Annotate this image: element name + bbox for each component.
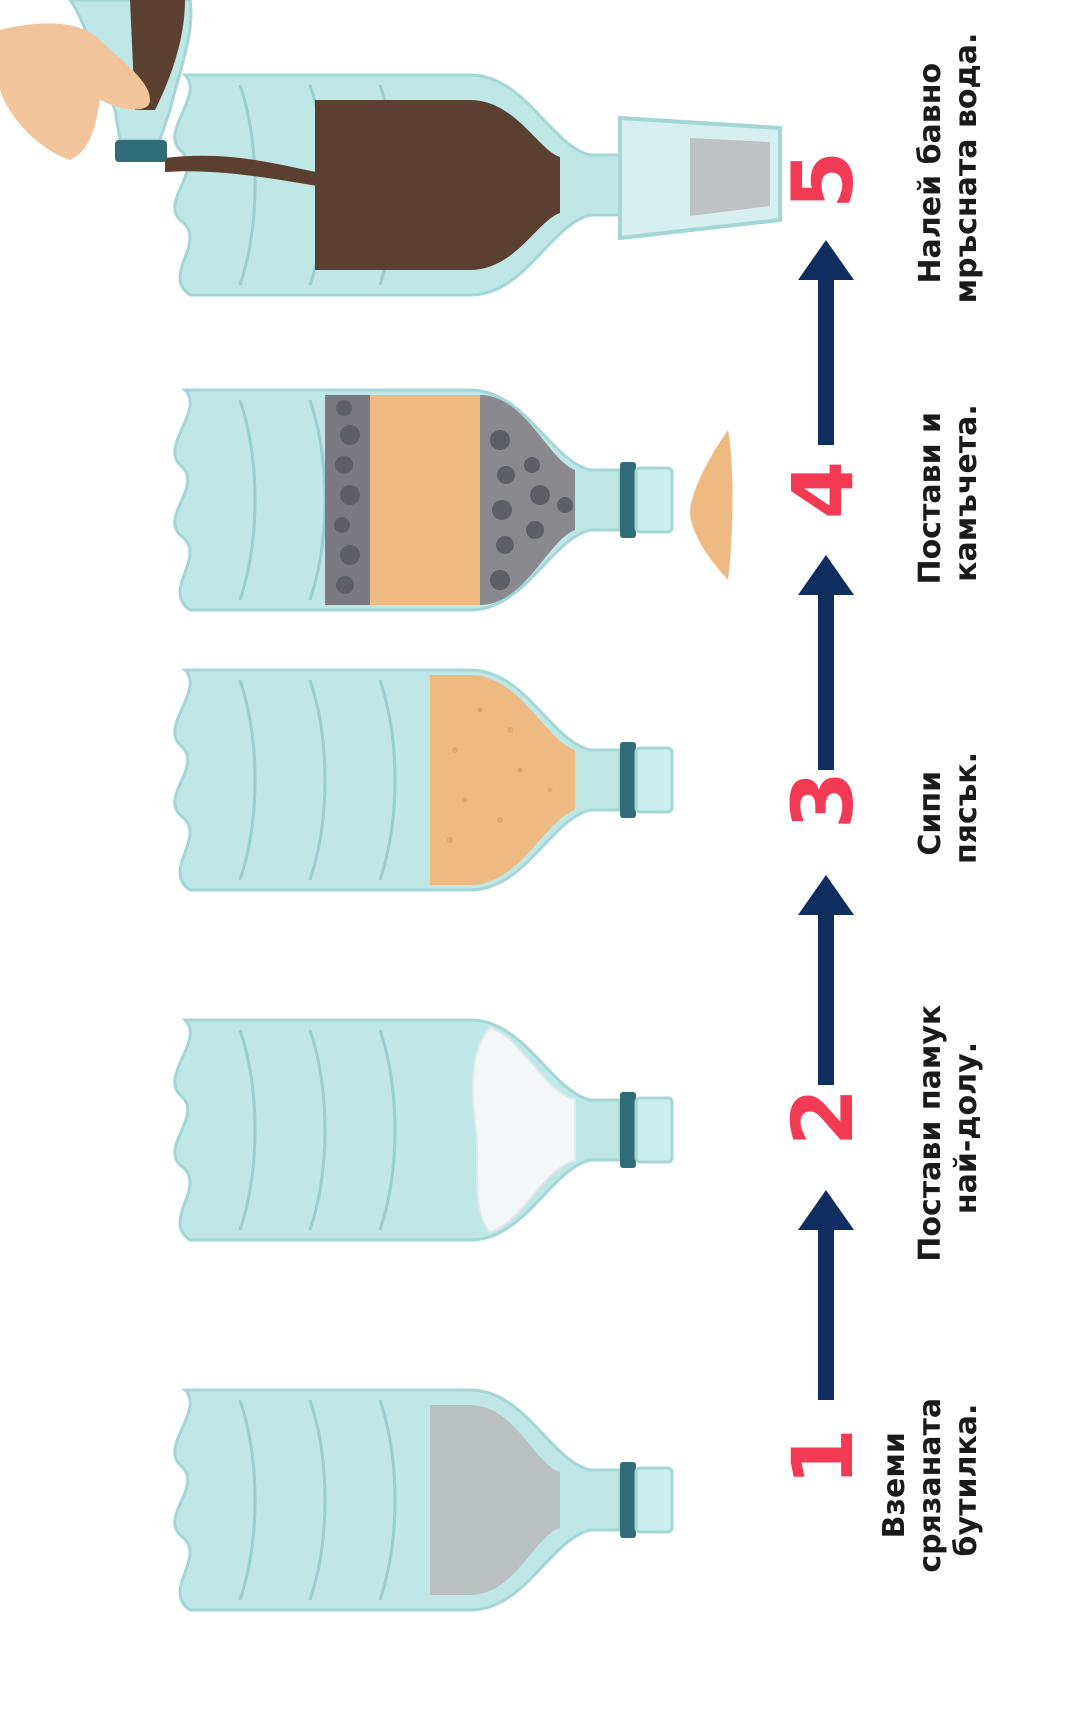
- step-4-caption: Постави и камъчета.: [913, 401, 984, 584]
- step-4-caption-line-1: Постави и: [913, 412, 948, 585]
- bottle-icon: [175, 670, 672, 890]
- step-2-caption-line-1: Постави памук: [913, 1005, 948, 1262]
- bottle-icon: [175, 1390, 672, 1610]
- arrow-up-icon: [798, 555, 854, 770]
- step-1-caption: Вземи срязаната бутилка.: [877, 1387, 984, 1572]
- step-5-caption-line-1: Налей бавно: [913, 63, 948, 284]
- arrow-up-icon: [798, 1190, 854, 1400]
- step-4-bottle: [175, 390, 672, 610]
- step-number-4: 4: [774, 461, 872, 519]
- step-2-bottle: [175, 1020, 672, 1240]
- captions: Вземи срязаната бутилка. Постави памук н…: [877, 33, 984, 1573]
- step-5-bottle: [175, 75, 672, 295]
- step-3-caption: Сипи пясък.: [913, 752, 984, 864]
- sand-pile-icon: [690, 430, 733, 580]
- hand-icon: [0, 0, 191, 162]
- step-number-1: 1: [774, 1428, 872, 1486]
- arrow-up-icon: [798, 240, 854, 445]
- sand-layer: [430, 675, 575, 885]
- arrow-up-icon: [798, 875, 854, 1085]
- step-3-caption-line-1: Сипи: [913, 771, 948, 856]
- bottle-icon: [175, 1020, 672, 1240]
- sand-layer: [370, 395, 480, 605]
- step-1-caption-line-1: Вземи: [877, 1432, 912, 1538]
- step-3-caption-line-2: пясък.: [949, 752, 984, 864]
- step-3-bottle: [175, 670, 672, 890]
- step-5-caption-line-2: мръсната вода.: [949, 33, 984, 304]
- cotton-icon: [473, 1028, 575, 1232]
- step-2-caption: Постави памук най-долу.: [913, 994, 984, 1261]
- step-1-bottle: [175, 1390, 672, 1610]
- step-2-caption-line-2: най-долу.: [949, 1042, 984, 1214]
- step-number-2: 2: [774, 1088, 872, 1146]
- step-1-caption-line-3: бутилка.: [949, 1404, 984, 1557]
- step-number-3: 3: [774, 771, 872, 829]
- step-number-5: 5: [774, 151, 872, 209]
- step-4-caption-line-2: камъчета.: [949, 404, 984, 582]
- step-5-caption: Налей бавно мръсната вода.: [913, 33, 984, 304]
- glass-icon: [620, 118, 780, 238]
- step-1-caption-line-2: срязаната: [913, 1398, 948, 1573]
